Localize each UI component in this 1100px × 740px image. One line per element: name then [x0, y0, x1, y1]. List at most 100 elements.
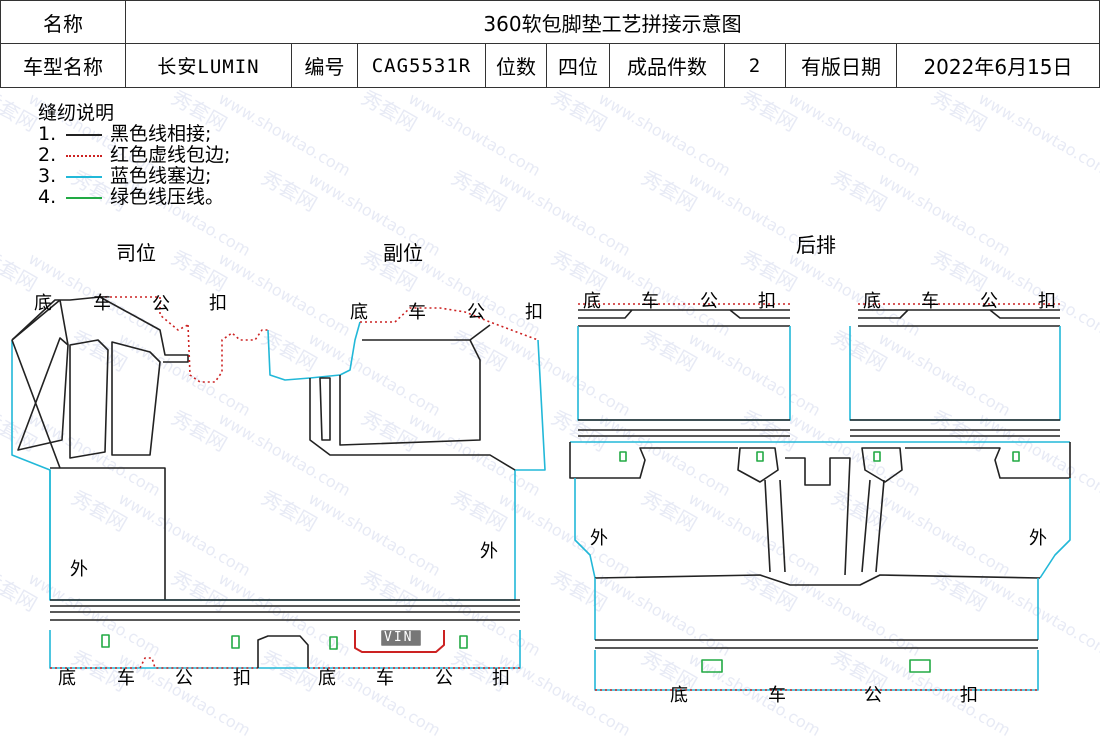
rear-lower-seam: [594, 574, 1041, 586]
label-bottom: 底: [350, 302, 368, 323]
passenger-mat: [309, 307, 546, 471]
legend-text: 绿色线压线。: [110, 186, 225, 208]
label-bottom: 底: [318, 668, 336, 689]
floor-bottom-tuck: [49, 630, 521, 669]
label-car: 车: [641, 291, 659, 312]
header-table: 名称 360软包脚垫工艺拼接示意图 车型名称 长安LUMIN 编号 CAG553…: [0, 0, 1100, 88]
seats-value: 四位: [546, 43, 610, 88]
fastener-marker: [231, 635, 240, 649]
label-clasp: 扣: [233, 668, 251, 689]
label-car: 车: [408, 302, 426, 323]
rear-mid-right-pieces: [861, 442, 1071, 483]
label-car: 车: [376, 668, 394, 689]
floor-bottom-binding-left: [50, 657, 258, 669]
label-outer: 外: [480, 541, 498, 562]
vin-label: VIN: [384, 630, 414, 645]
legend-item-green: 4. 绿色线压线。: [38, 187, 230, 208]
label-outer: 外: [1029, 528, 1047, 549]
label-clasp: 扣: [209, 293, 227, 314]
rear-mid-left-pieces: [569, 442, 779, 483]
driver-center-seam: [99, 296, 189, 363]
passenger-left-tuck: [309, 321, 361, 379]
rear-floor-seams: [595, 639, 1038, 649]
passenger-right-tuck: [515, 339, 546, 471]
passenger-inner-panel: [339, 324, 491, 446]
label-bottom: 底: [34, 293, 52, 314]
blue-line-swatch: [66, 175, 102, 178]
driver-upper-binding: [100, 296, 189, 331]
rear-tunnel-strips: [764, 479, 885, 573]
rear-right-tuck: [849, 326, 1061, 421]
rear-tunnel: [785, 457, 851, 576]
label-clasp: 扣: [960, 685, 978, 706]
floor-tuck-edges: [49, 470, 516, 601]
section-rear: 后排: [796, 233, 836, 257]
rear-left-lower-seams: [578, 419, 790, 437]
rear-right-lower-seams: [850, 419, 1060, 437]
label-clasp: 扣: [525, 302, 543, 323]
fastener-marker: [1012, 451, 1020, 462]
label-car: 车: [768, 685, 786, 706]
rear-floor-tuck: [594, 578, 1039, 640]
section-driver: 司位: [116, 241, 156, 265]
label-car: 车: [921, 291, 939, 312]
fastener-marker: [756, 451, 764, 462]
label-clasp: 扣: [1038, 291, 1056, 312]
label-bottom: 底: [670, 685, 688, 706]
driver-flap: [11, 299, 69, 346]
label-male: 公: [700, 291, 718, 312]
fastener-marker: [619, 451, 627, 462]
legend-text: 红色虚线包边;: [110, 144, 231, 166]
label-clasp: 扣: [758, 291, 776, 312]
legend-text: 黑色线相接;: [110, 123, 212, 145]
legend-text: 蓝色线塞边;: [110, 165, 212, 187]
label-clasp: 扣: [492, 668, 510, 689]
label-car: 车: [117, 668, 135, 689]
stitch-legend: 缝纫说明 1. 黑色线相接; 2. 红色虚线包边; 3. 蓝色线塞边; 4. 绿…: [38, 103, 230, 208]
label-bottom: 底: [583, 291, 601, 312]
legend-num: 3.: [38, 165, 57, 187]
floor-notch: [257, 635, 309, 668]
black-line-swatch: [66, 133, 102, 136]
driver-inner-piece-3: [111, 341, 161, 456]
legend-item-red: 2. 红色虚线包边;: [38, 145, 230, 166]
fastener-marker: [701, 659, 723, 673]
label-male: 公: [980, 291, 998, 312]
rear-right-top-seams: [858, 309, 1060, 327]
legend-num: 4.: [38, 186, 57, 208]
driver-lower-seam: [11, 339, 158, 469]
label-bottom: 底: [863, 291, 881, 312]
legend-num: 2.: [38, 144, 57, 166]
section-passenger: 副位: [383, 241, 423, 265]
vin-badge: [381, 630, 421, 646]
legend-item-black: 1. 黑色线相接;: [38, 124, 230, 145]
label-car: 车: [93, 293, 111, 314]
rear-left-top-seams: [578, 309, 790, 327]
fastener-marker: [329, 636, 338, 650]
fastener-marker: [873, 451, 881, 462]
label-bottom: 底: [58, 668, 76, 689]
driver-right-tuck: [267, 329, 311, 381]
date-value: 2022年6月15日: [896, 43, 1100, 88]
label-outer: 外: [590, 528, 608, 549]
rear-mats: [569, 303, 1071, 691]
fastener-marker: [459, 635, 468, 649]
legend-title: 缝纫说明: [38, 102, 115, 124]
label-outer: 外: [70, 559, 88, 580]
vin-window-outline: [354, 630, 445, 653]
label-male: 公: [175, 668, 193, 689]
driver-inner-piece-1: [17, 337, 69, 451]
legend-item-blue: 3. 蓝色线塞边;: [38, 166, 230, 187]
fastener-marker: [909, 659, 931, 673]
seats-label: 位数: [485, 43, 547, 88]
passenger-side-strip: [319, 377, 331, 441]
rear-left-tuck: [577, 326, 791, 421]
label-male: 公: [864, 685, 882, 706]
driver-inner-piece-2: [69, 339, 109, 459]
driver-heel-binding: [187, 324, 268, 383]
driver-mat: [11, 296, 311, 600]
front-floor-panel: [49, 470, 521, 669]
date-label: 有版日期: [785, 43, 897, 88]
label-male: 公: [467, 302, 485, 323]
